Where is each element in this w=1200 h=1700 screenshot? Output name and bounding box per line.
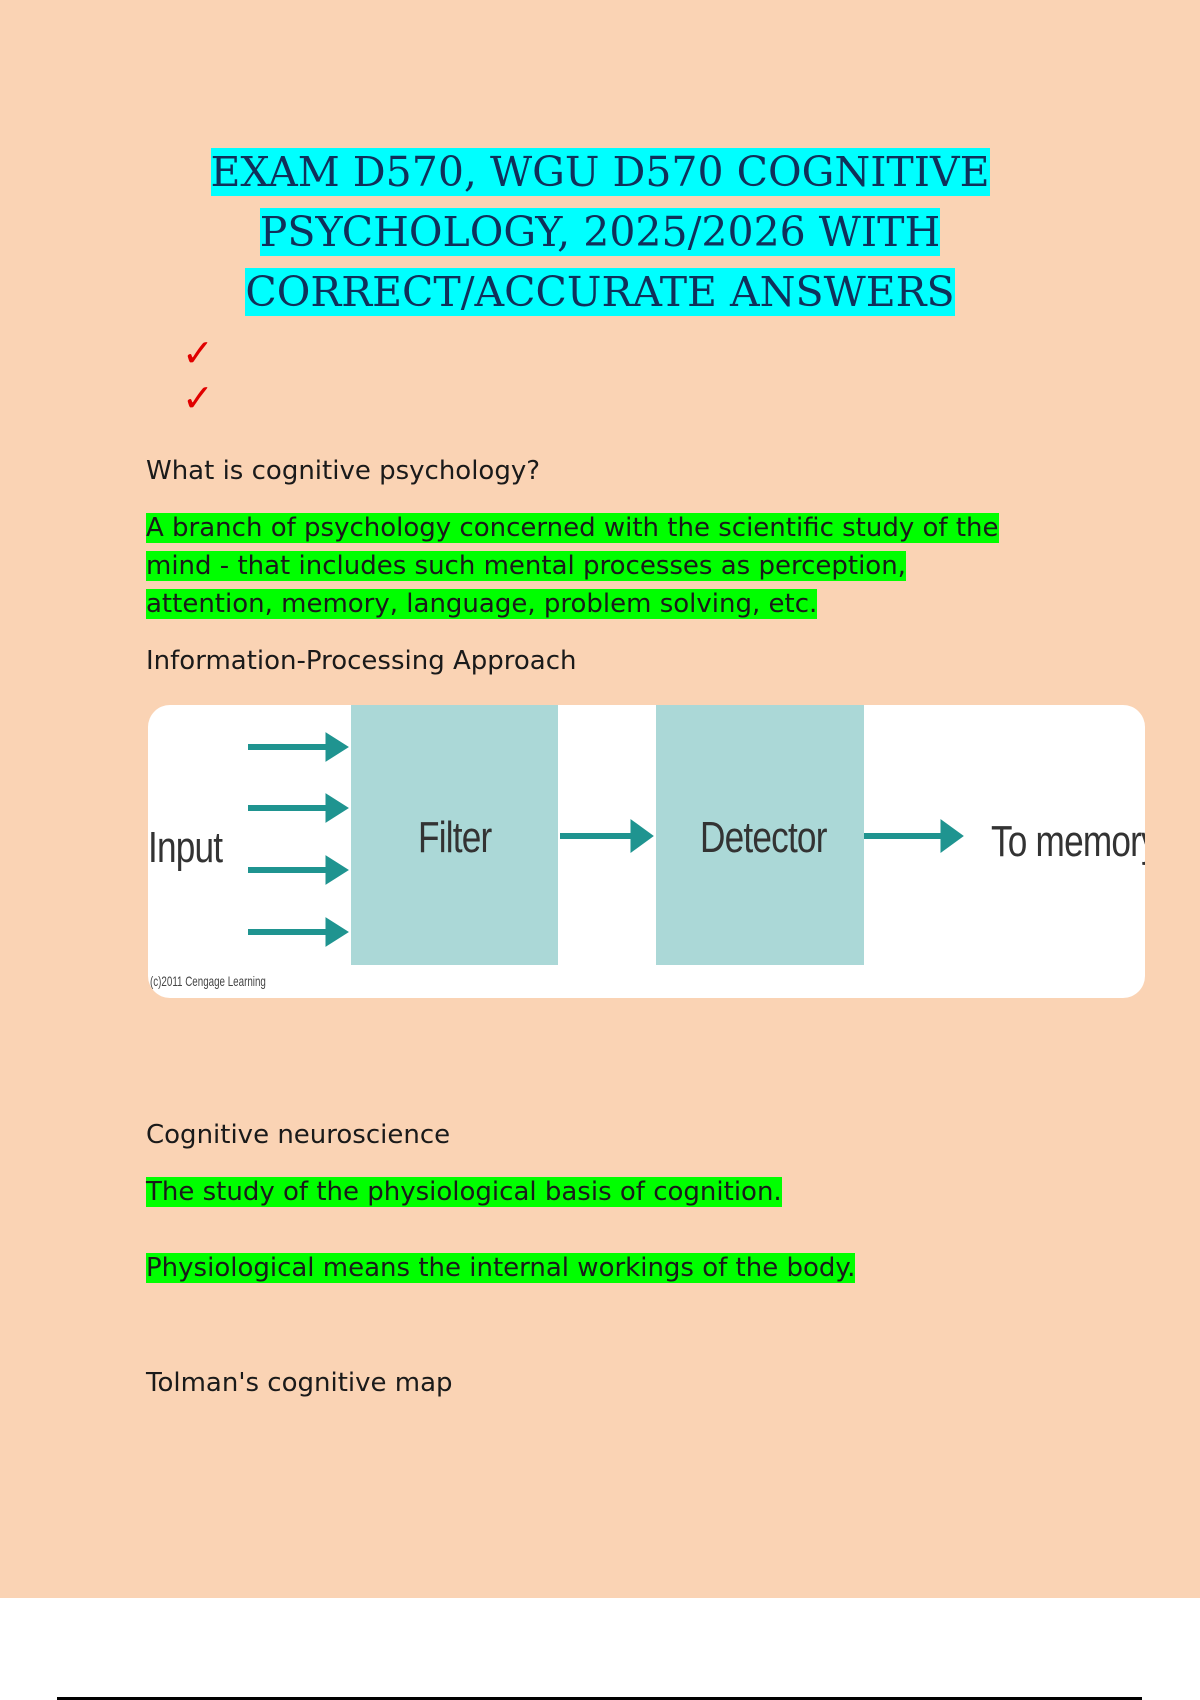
footer-rule — [57, 1697, 1142, 1700]
copyright-credit: (c)2011 Cengage Learning — [150, 973, 266, 989]
information-processing-diagram: Input Filter Detector To memory (c)2011 … — [148, 705, 1145, 998]
detector-label: Detector — [700, 813, 827, 862]
checkmark-icon: ✓ — [182, 376, 214, 420]
arrow-icon — [248, 855, 349, 885]
question-text: Information-Processing Approach — [146, 646, 577, 676]
document-title: EXAM D570, WGU D570 COGNITIVE PSYCHOLOGY… — [100, 142, 1100, 322]
answer-text: Physiological means the internal working… — [146, 1249, 1106, 1287]
answer-line: A branch of psychology concerned with th… — [146, 513, 999, 543]
filter-box — [351, 705, 558, 965]
checkmark-icon: ✓ — [182, 331, 214, 375]
title-line: EXAM D570, WGU D570 COGNITIVE — [210, 148, 990, 196]
diagram-arrows — [248, 732, 964, 947]
arrow-icon — [248, 732, 349, 762]
answer-line: attention, memory, language, problem sol… — [146, 589, 818, 619]
title-line: PSYCHOLOGY, 2025/2026 WITH — [259, 208, 941, 256]
detector-box — [656, 705, 864, 965]
question-text: Cognitive neuroscience — [146, 1120, 451, 1150]
answer-line: The study of the physiological basis of … — [146, 1177, 782, 1207]
question-text: Tolman's cognitive map — [146, 1368, 453, 1398]
arrow-icon — [864, 819, 964, 853]
answer-text: The study of the physiological basis of … — [146, 1173, 1106, 1211]
question-text: What is cognitive psychology? — [146, 456, 541, 486]
arrow-icon — [248, 917, 349, 947]
to-memory-label: To memory — [991, 817, 1145, 866]
filter-label: Filter — [418, 813, 492, 862]
diagram-input-label: Input — [148, 823, 223, 872]
answer-text: A branch of psychology concerned with th… — [146, 509, 1106, 623]
arrow-icon — [248, 793, 349, 823]
answer-line: mind - that includes such mental process… — [146, 551, 906, 581]
document-page: EXAM D570, WGU D570 COGNITIVE PSYCHOLOGY… — [0, 0, 1200, 1598]
answer-line: Physiological means the internal working… — [146, 1253, 856, 1283]
arrow-icon — [560, 819, 654, 853]
title-line: CORRECT/ACCURATE ANSWERS — [245, 268, 955, 316]
